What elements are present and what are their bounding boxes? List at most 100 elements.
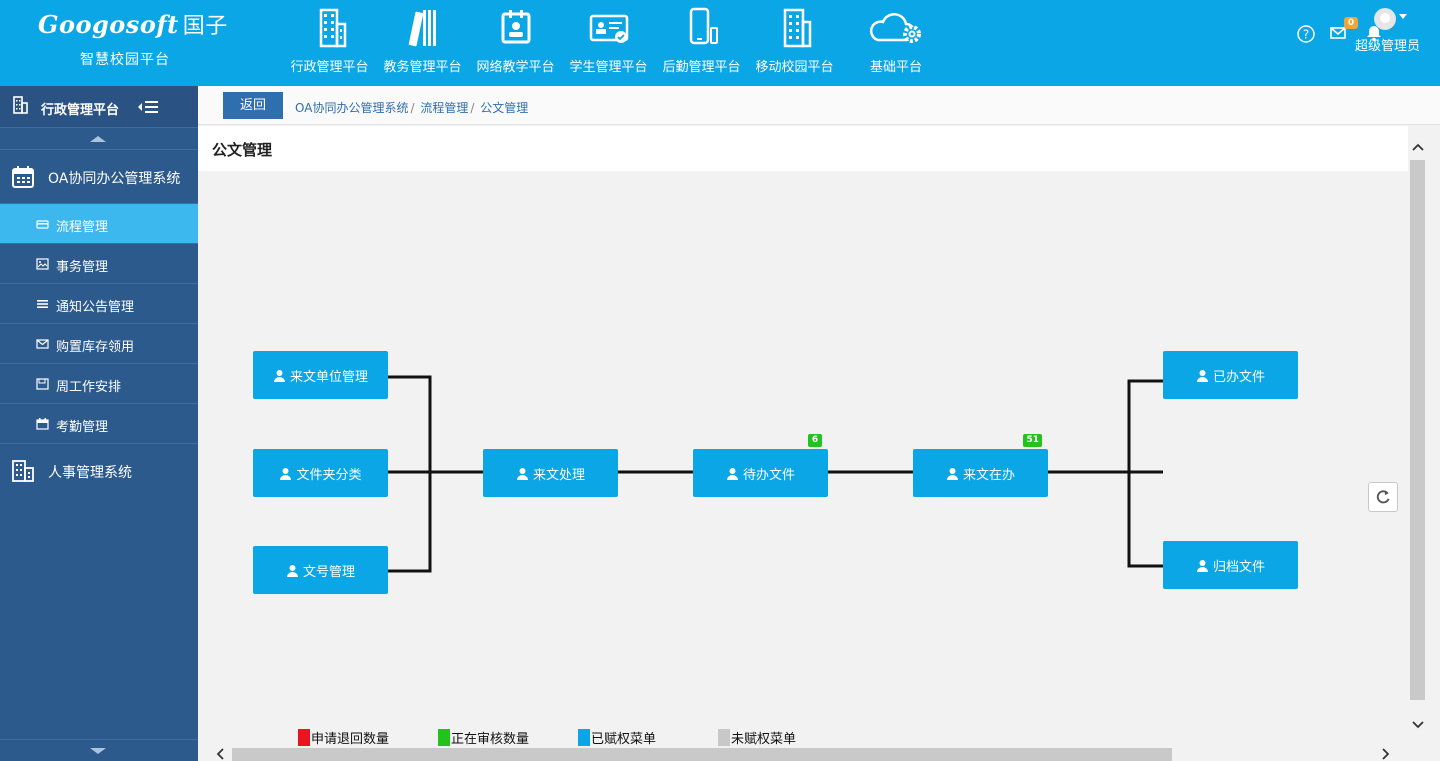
user-icon [726,467,738,480]
vertical-scrollbar[interactable] [1408,126,1440,746]
envelope-icon [36,339,49,349]
legend-label: 申请退回数量 [311,732,390,747]
chevron-down-icon[interactable] [1399,14,1407,19]
platform-logistics[interactable]: 后勤管理平台 [655,0,748,86]
scroll-left-icon[interactable] [215,748,225,760]
legend-label: 已赋权菜单 [591,732,657,747]
legend-swatch [438,729,450,746]
books-icon [408,10,436,47]
mail-count-badge: 0 [1344,17,1358,29]
refresh-icon[interactable] [1368,482,1398,512]
legend-item: 未赋权菜单 [718,728,796,747]
sidebar-system-label: OA协同办公管理系统 [48,171,181,187]
platform-admin[interactable]: 行政管理平台 [283,0,376,86]
breadcrumb-separator: / [470,101,475,115]
breadcrumb-item[interactable]: 流程管理 [420,101,469,115]
vertical-scroll-thumb[interactable] [1410,160,1425,700]
platform-label: 网络教学平台 [476,60,555,75]
flow-canvas: 来文单位管理 文件夹分类 文号管理 来文处理 6 待办文件 51 来文在办 已办… [198,171,1408,747]
calendar-icon [36,418,49,430]
flow-node-label: 归档文件 [1212,559,1265,575]
user-icon [1196,369,1208,382]
panel-header: 公文管理 [198,126,1408,171]
flow-node-archived[interactable]: 归档文件 [1163,541,1298,589]
help-icon[interactable]: ? [1296,24,1316,44]
sidebar-item-label: 流程管理 [56,220,109,235]
platform-label: 教务管理平台 [383,60,462,75]
back-button[interactable]: 返回 [223,92,283,119]
legend-item: 申请退回数量 [298,728,390,747]
sidebar-item-process[interactable]: 流程管理 [0,204,198,244]
pending-count-badge: 6 [808,434,822,447]
caret-down-icon [90,748,106,754]
caret-up-icon [90,136,106,142]
breadcrumb-item[interactable]: OA协同办公管理系统 [295,101,409,115]
scroll-right-icon[interactable] [1381,748,1391,760]
legend-item: 已赋权菜单 [578,728,657,747]
platform-student[interactable]: 学生管理平台 [562,0,655,86]
sidebar-item-label: 事务管理 [56,260,109,275]
sidebar-system-hr[interactable]: 人事管理系统 [0,444,198,498]
sidebar-system-label: 人事管理系统 [48,465,132,481]
platform-label: 后勤管理平台 [662,60,741,75]
platform-label: 基础平台 [869,60,922,75]
sidebar-system-oa[interactable]: OA协同办公管理系统 [0,150,198,204]
flow-node-incoming-process[interactable]: 来文处理 [483,449,618,497]
platform-academic[interactable]: 教务管理平台 [376,0,469,86]
card-icon [36,220,49,229]
mail-button[interactable]: 0 [1329,17,1358,44]
legend-label: 正在审核数量 [451,732,530,747]
sidebar-item-affairs[interactable]: 事务管理 [0,244,198,284]
scroll-down-icon[interactable] [1412,720,1424,730]
flow-node-done[interactable]: 已办文件 [1163,351,1298,399]
collapse-menu-icon[interactable] [137,99,159,115]
platform-mobile[interactable]: 移动校园平台 [748,0,841,86]
bell-icon [1367,26,1381,42]
avatar[interactable] [1374,8,1396,30]
campus-building-icon [783,8,811,48]
sidebar-header: 行政管理平台 [0,86,198,128]
sidebar-item-label: 通知公告管理 [56,300,135,315]
flow-node-label: 文件夹分类 [296,467,362,483]
horizontal-scroll-thumb[interactable] [232,748,1172,761]
user-icon [516,467,528,480]
flow-node-label: 已办文件 [1212,369,1265,385]
platform-label: 学生管理平台 [569,60,648,75]
legend-item: 正在审核数量 [438,728,530,747]
sidebar-scroll-up[interactable] [0,128,198,150]
sidebar-item-weekly[interactable]: 周工作安排 [0,364,198,404]
cloud-gear-icon [869,13,921,43]
platform-teaching[interactable]: 网络教学平台 [469,0,562,86]
flow-node-in-progress[interactable]: 51 来文在办 [913,434,1048,497]
user-icon [946,467,958,480]
sidebar-title: 行政管理平台 [41,103,120,118]
sidebar-item-label: 周工作安排 [56,380,122,395]
platform-nav: 行政管理平台 教务管理平台 网络教学平台 学生管理平台 [283,0,951,86]
flow-node-label: 文号管理 [302,564,355,580]
flow-node-pending[interactable]: 6 待办文件 [693,434,828,497]
breadcrumb-bar: 返回 OA协同办公管理系统/ 流程管理/ 公文管理 [198,86,1440,125]
student-card-icon [589,14,628,43]
flow-node-label: 待办文件 [742,467,795,483]
platform-base[interactable]: 基础平台 [841,0,951,86]
horizontal-scrollbar[interactable] [198,746,1408,761]
flow-node-sender-unit[interactable]: 来文单位管理 [253,351,388,399]
scroll-up-icon[interactable] [1412,142,1424,152]
flow-node-label: 来文处理 [532,467,585,483]
user-icon [273,369,285,382]
legend-swatch [298,729,310,746]
breadcrumb-item[interactable]: 公文管理 [480,101,529,115]
sidebar-item-attendance[interactable]: 考勤管理 [0,404,198,444]
username[interactable]: 超级管理员 [1355,39,1421,54]
sidebar-scroll-down[interactable] [0,739,198,761]
flow-node-folder-category[interactable]: 文件夹分类 [253,449,388,497]
flow-node-doc-number[interactable]: 文号管理 [253,546,388,594]
user-icon [280,467,292,480]
calendar-icon [12,166,34,188]
sidebar-item-notice[interactable]: 通知公告管理 [0,284,198,324]
brand-subtitle: 智慧校园平台 [80,52,170,68]
building-icon [12,460,34,482]
sidebar-item-purchase[interactable]: 购置库存领用 [0,324,198,364]
